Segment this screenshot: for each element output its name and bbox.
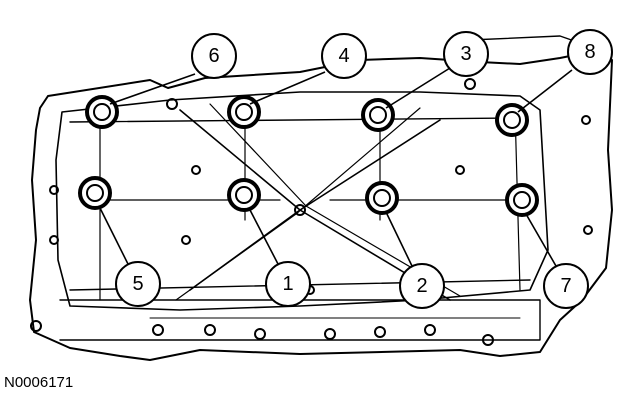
callout-4: 4 (321, 33, 367, 79)
casting-outline (29, 49, 613, 361)
rail-top (69, 117, 521, 123)
leader-3 (385, 67, 451, 109)
leader-6 (109, 73, 196, 105)
leader-4 (249, 71, 326, 105)
callout-3-label: 3 (460, 43, 471, 65)
callout-2-label: 2 (416, 275, 427, 297)
callout-7-label: 7 (560, 275, 571, 297)
leader-8 (517, 69, 573, 113)
bolt-1 (227, 178, 261, 212)
bolt-6 (85, 95, 119, 129)
leader-7 (525, 213, 557, 267)
callout-5-label: 5 (132, 273, 143, 295)
callout-5: 5 (115, 261, 161, 307)
figure-id: N0006171 (4, 374, 74, 391)
leader-lines (99, 67, 573, 267)
bolt-8 (495, 103, 529, 137)
callout-1: 1 (265, 261, 311, 307)
callout-8-label: 8 (584, 41, 595, 63)
leader-5 (99, 207, 129, 265)
callout-2: 2 (399, 263, 445, 309)
callout-3: 3 (443, 31, 489, 77)
bolt-4 (227, 95, 261, 129)
center-hole (294, 204, 306, 216)
callout-8: 8 (567, 29, 613, 75)
bolt-5 (78, 176, 112, 210)
callout-6-label: 6 (208, 45, 219, 67)
inner-frame (55, 91, 549, 311)
callout-7: 7 (543, 263, 589, 309)
bolt-7 (505, 183, 539, 217)
rib-cross-b (189, 119, 441, 291)
callout-6: 6 (191, 33, 237, 79)
bolts (78, 95, 539, 217)
callout-1-label: 1 (282, 273, 293, 295)
bolt-3 (361, 98, 395, 132)
leader-2 (385, 211, 413, 267)
leader-1 (249, 209, 279, 265)
bolt-2 (365, 181, 399, 215)
callouts: 6 4 3 8 5 1 2 7 (115, 29, 613, 309)
callout-4-label: 4 (338, 45, 349, 67)
